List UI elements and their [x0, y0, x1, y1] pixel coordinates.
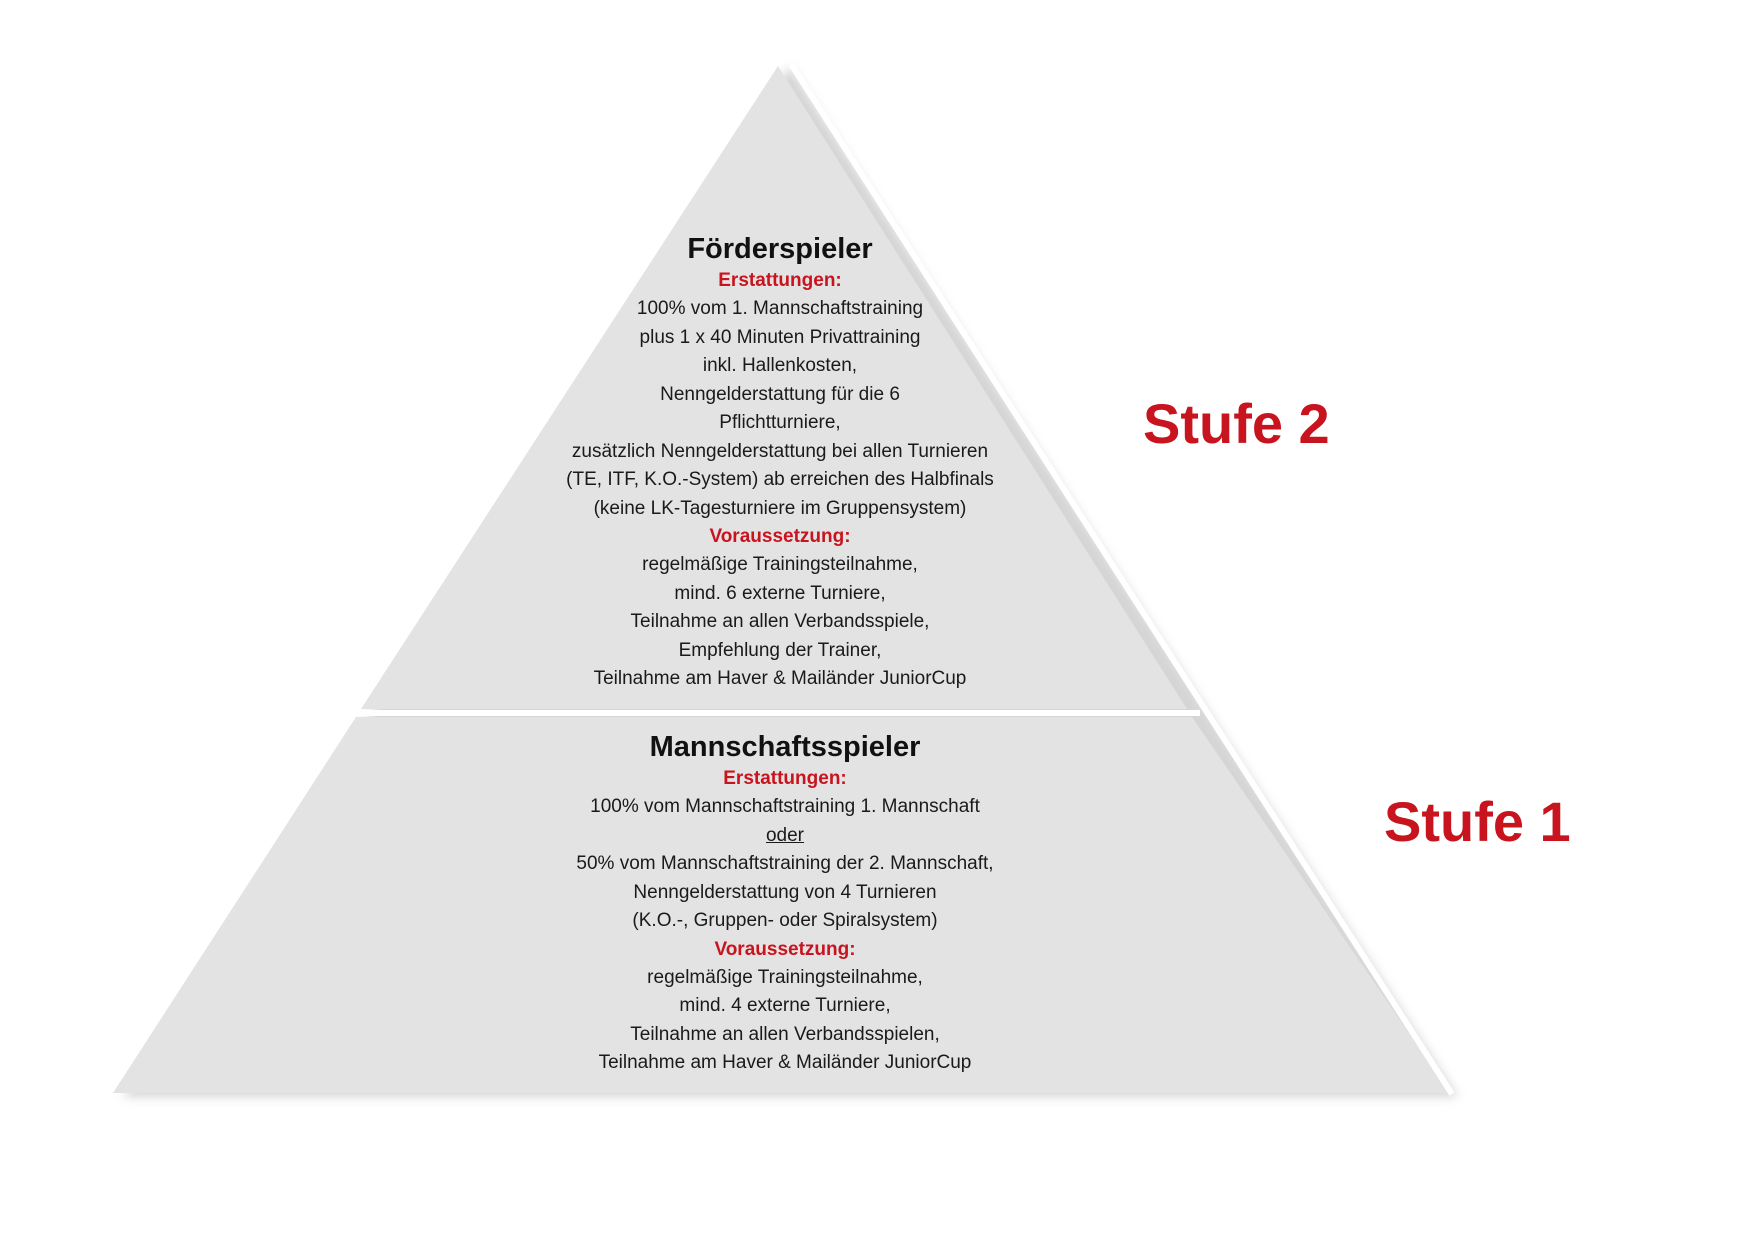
- erstattung-line-oder: oder: [765, 824, 805, 846]
- erstattung-line: 100% vom Mannschaftstraining 1. Mannscha…: [590, 796, 980, 817]
- erstattung-line: Nenngelderstattung für die 6: [660, 383, 900, 405]
- voraussetzung-line: mind. 4 externe Turniere,: [679, 995, 891, 1016]
- erstattung-line: 100% vom 1. Mannschaftstraining: [636, 298, 924, 319]
- voraussetzung-line: Teilnahme am Haver & Mailänder JuniorCup: [598, 1052, 972, 1073]
- erstattung-line: 50% vom Mannschaftstraining der 2. Manns…: [576, 853, 994, 874]
- voraussetzung-heading: Voraussetzung:: [714, 938, 856, 960]
- voraussetzung-heading: Voraussetzung:: [709, 526, 851, 547]
- erstattung-line: Pflichtturniere,: [719, 412, 841, 433]
- erstattungen-heading: Erstattungen:: [723, 768, 847, 789]
- tier-2-content: Förderspieler Erstattungen: 100% vom 1. …: [545, 231, 1015, 694]
- tier-title: Förderspieler: [687, 233, 873, 265]
- voraussetzung-line: Teilnahme an allen Verbandsspielen,: [630, 1023, 940, 1045]
- pyramid-right-edge-highlight: [788, 62, 1455, 1096]
- voraussetzung-line: Teilnahme an allen Verbandsspiele,: [630, 611, 930, 632]
- stufe-2-label: Stufe 2: [1143, 392, 1330, 455]
- erstattungen-heading: Erstattungen:: [718, 270, 842, 291]
- tier-title: Mannschaftsspieler: [649, 731, 921, 763]
- erstattung-line: (K.O.-, Gruppen- oder Spiralsystem): [632, 910, 938, 931]
- erstattung-line: (keine LK-Tagesturniere im Gruppensystem…: [593, 497, 967, 519]
- pyramid-tier-2-shape: [361, 66, 1187, 709]
- erstattung-line: zusätzlich Nenngelderstattung bei allen …: [571, 440, 989, 462]
- voraussetzung-line: regelmäßige Trainingsteilnahme,: [642, 554, 918, 575]
- voraussetzung-line: mind. 6 externe Turniere,: [674, 582, 886, 604]
- erstattung-line: (TE, ITF, K.O.-System) ab erreichen des …: [566, 469, 994, 490]
- erstattung-line: plus 1 x 40 Minuten Privattraining: [639, 326, 921, 348]
- pyramid-tier-1-shape: [113, 717, 1450, 1093]
- voraussetzung-line: regelmäßige Trainingsteilnahme,: [647, 966, 923, 988]
- erstattung-line: Nenngelderstattung von 4 Turnieren: [633, 881, 937, 903]
- voraussetzung-line: Teilnahme am Haver & Mailänder JuniorCup: [593, 668, 967, 689]
- stufe-1-label: Stufe 1: [1384, 790, 1571, 853]
- tier-1-content: Mannschaftsspieler Erstattungen: 100% vo…: [535, 729, 1035, 1078]
- erstattung-line: inkl. Hallenkosten,: [702, 355, 858, 376]
- voraussetzung-line: Empfehlung der Trainer,: [678, 639, 882, 661]
